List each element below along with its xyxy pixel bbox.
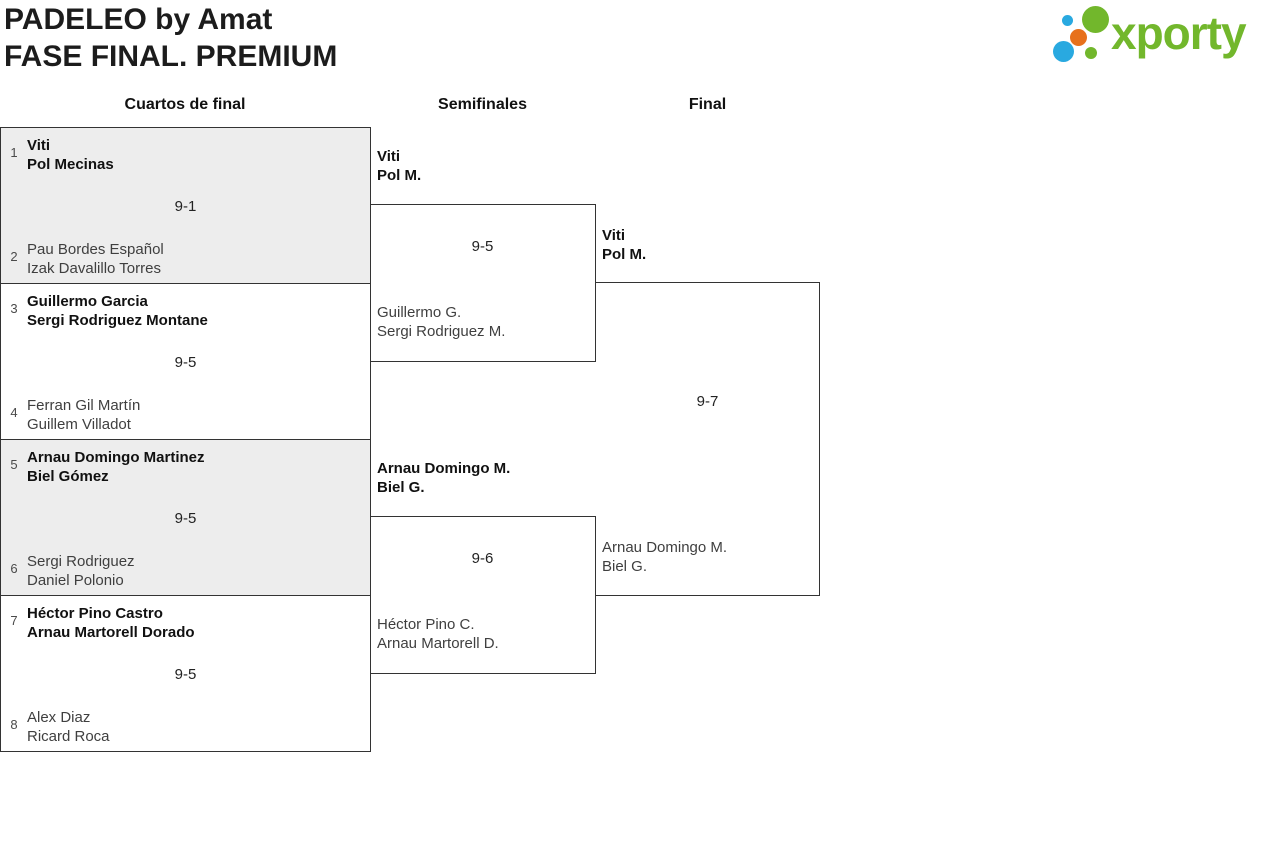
team-pair-top: Arnau Domingo Martinez Biel Gómez [27, 448, 205, 486]
seed-number-bottom: 4 [10, 405, 18, 420]
qf-match-2: 3 Guillermo Garcia Sergi Rodriguez Monta… [0, 283, 371, 440]
logo-dot-orange-icon [1070, 29, 1087, 46]
xporty-logo[interactable]: xporty [1048, 4, 1280, 70]
sf1-team-bottom: Guillermo G. Sergi Rodriguez M. [377, 303, 505, 341]
sf2-team-top: Arnau Domingo M. Biel G. [377, 459, 510, 497]
team-pair-top: Viti Pol Mecinas [27, 136, 114, 174]
team-name-line: Viti [27, 137, 51, 154]
team-name-line: Sergi Rodriguez Montane [27, 312, 208, 329]
team-name-line: Ferran Gil Martín [27, 397, 141, 414]
team-name-line: Biel G. [602, 558, 648, 575]
final-score: 9-7 [696, 393, 719, 410]
team-pair-top: Guillermo Garcia Sergi Rodriguez Montane [27, 292, 208, 330]
seed-number-top: 7 [10, 613, 18, 628]
team-name-line: Pol M. [602, 246, 647, 263]
team-name-line: Arnau Domingo M. [602, 539, 728, 556]
match-score: 9-5 [174, 354, 197, 371]
team-name-line: Arnau Domingo M. [377, 460, 511, 477]
qf-match-1: 1 Viti Pol Mecinas 9-1 2 Pau Bordes Espa… [0, 127, 371, 284]
team-name-line: Izak Davalillo Torres [27, 260, 161, 277]
team-name-line: Pau Bordes Español [27, 241, 164, 258]
team-name-line: Guillermo G. [377, 304, 462, 321]
team-name-line: Guillem Villadot [27, 416, 131, 433]
team-pair-bottom: Pau Bordes Español Izak Davalillo Torres [27, 240, 164, 278]
sf-match-1-connector [370, 204, 596, 362]
seed-number-bottom: 2 [10, 249, 18, 264]
seed-number-bottom: 8 [10, 717, 18, 732]
title-line1: PADELEO by Amat [4, 3, 273, 36]
sf1-score: 9-5 [471, 238, 494, 255]
qf-match-4: 7 Héctor Pino Castro Arnau Martorell Dor… [0, 595, 371, 752]
team-name-line: Daniel Polonio [27, 572, 124, 589]
logo-dot-blue-large-icon [1053, 41, 1074, 62]
sf2-score: 9-6 [471, 550, 494, 567]
column-header-final: Final [688, 96, 727, 113]
team-pair-bottom: Alex Diaz Ricard Roca [27, 708, 110, 746]
final-team-top: Viti Pol M. [602, 226, 646, 264]
column-header-quarterfinals: Cuartos de final [124, 96, 246, 113]
match-score: 9-5 [174, 666, 197, 683]
team-pair-bottom: Ferran Gil Martín Guillem Villadot [27, 396, 140, 434]
title-line2: FASE FINAL. PREMIUM [4, 40, 338, 73]
team-name-line: Guillermo Garcia [27, 293, 148, 310]
final-team-bottom: Arnau Domingo M. Biel G. [602, 538, 727, 576]
logo-wordmark: xporty [1111, 7, 1247, 59]
sf1-team-top: Viti Pol M. [377, 147, 421, 185]
seed-number-top: 5 [10, 457, 18, 472]
team-name-line: Alex Diaz [27, 709, 91, 726]
logo-dot-blue-small-icon [1062, 15, 1073, 26]
column-header-semifinals: Semifinales [438, 96, 527, 113]
page-title: PADELEO by Amat FASE FINAL. PREMIUM [4, 1, 337, 75]
seed-number-bottom: 6 [10, 561, 18, 576]
team-name-line: Biel Gómez [27, 468, 109, 485]
team-name-line: Biel G. [377, 479, 425, 496]
qf-match-3: 5 Arnau Domingo Martinez Biel Gómez 9-5 … [0, 439, 371, 596]
team-name-line: Arnau Martorell Dorado [27, 624, 195, 641]
team-name-line: Viti [377, 148, 401, 165]
final-match-connector [595, 282, 820, 596]
team-name-line: Viti [602, 227, 626, 244]
team-name-line: Pol M. [377, 167, 422, 184]
seed-number-top: 3 [10, 301, 18, 316]
team-name-line: Héctor Pino C. [377, 616, 475, 633]
team-name-line: Sergi Rodriguez [27, 553, 135, 570]
logo-dot-green-small-icon [1085, 47, 1097, 59]
sf2-team-bottom: Héctor Pino C. Arnau Martorell D. [377, 615, 499, 653]
match-score: 9-5 [174, 510, 197, 527]
match-score: 9-1 [174, 198, 197, 215]
team-name-line: Héctor Pino Castro [27, 605, 163, 622]
seed-number-top: 1 [10, 145, 18, 160]
team-pair-bottom: Sergi Rodriguez Daniel Polonio [27, 552, 135, 590]
team-name-line: Arnau Martorell D. [377, 635, 499, 652]
team-name-line: Ricard Roca [27, 728, 110, 745]
team-name-line: Arnau Domingo Martinez [27, 449, 205, 466]
team-pair-top: Héctor Pino Castro Arnau Martorell Dorad… [27, 604, 195, 642]
logo-dot-green-large-icon [1082, 6, 1109, 33]
team-name-line: Pol Mecinas [27, 156, 114, 173]
team-name-line: Sergi Rodriguez M. [377, 323, 506, 340]
